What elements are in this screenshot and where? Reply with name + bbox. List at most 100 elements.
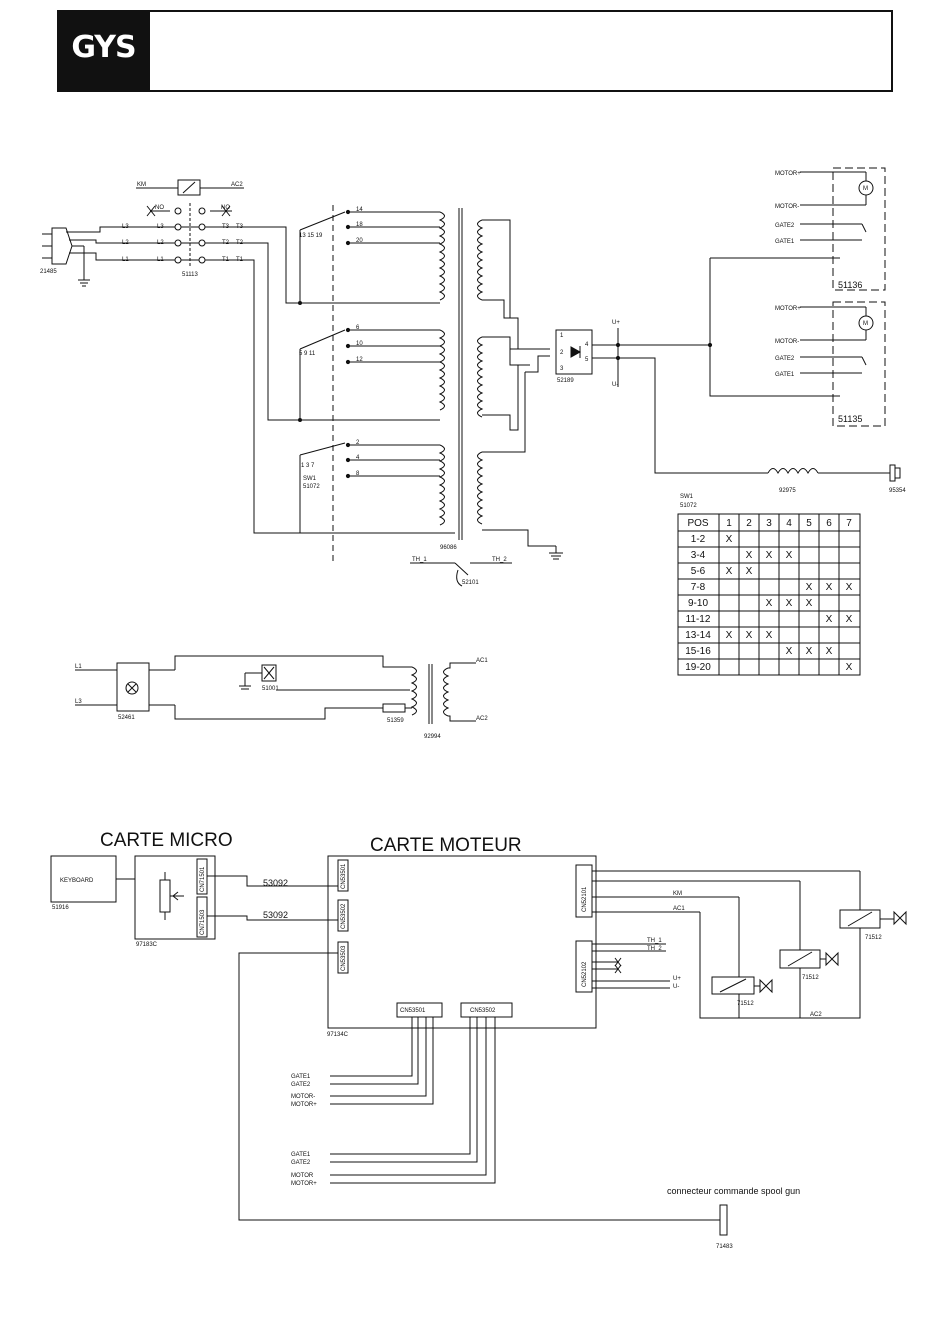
t3-out-label: T3 xyxy=(236,224,244,230)
tap-10: 10 xyxy=(356,341,363,347)
torch-ref: 95354 xyxy=(889,488,906,494)
t3-label: T3 xyxy=(222,224,230,230)
l2-in-label: L2 xyxy=(122,240,129,246)
plug-ref: 21485 xyxy=(40,269,57,275)
table-header-cell: 4 xyxy=(786,518,792,529)
ac2-label: AC2 xyxy=(231,182,243,188)
tap-4: 4 xyxy=(356,455,360,461)
motor-m-bot: M xyxy=(863,321,868,327)
cable-1-label: 53092 xyxy=(263,878,288,888)
contactor-ref: 51113 xyxy=(182,272,198,278)
rect-pin2: 2 xyxy=(560,350,564,356)
table-position-cell: 13-14 xyxy=(685,630,711,641)
table-mark-cell: X xyxy=(746,566,753,577)
t1-out-label: T1 xyxy=(236,257,244,263)
ctrl-u-plus: U+ xyxy=(673,976,681,982)
g1-motor-plus: MOTOR+ xyxy=(291,1102,317,1108)
thermal-switch xyxy=(410,562,512,587)
table-header-cell: 6 xyxy=(826,518,832,529)
g1-gate2: GATE2 xyxy=(291,1082,311,1088)
moteur-ref: 97134C xyxy=(327,1032,349,1038)
table-header-cell: 7 xyxy=(846,518,852,529)
table-header-cell: 1 xyxy=(726,518,732,529)
l2-label: L2 xyxy=(157,240,164,246)
no-left-label: NO xyxy=(155,205,164,211)
fuse-ref: 51359 xyxy=(387,718,404,724)
table-position-cell: 15-16 xyxy=(685,646,711,657)
carte-micro-title: CARTE MICRO xyxy=(100,830,233,851)
table-mark-cell: X xyxy=(746,630,753,641)
table-mark-cell: X xyxy=(826,614,833,625)
table-subtitle: 51072 xyxy=(680,503,697,509)
rect-pin1: 1 xyxy=(560,333,564,339)
table-mark-cell: X xyxy=(826,582,833,593)
tap-14: 14 xyxy=(356,207,363,213)
tap-8: 8 xyxy=(356,471,360,477)
table-header-cell: 5 xyxy=(806,518,812,529)
micro-ref: 97183C xyxy=(136,942,158,948)
thermal-ref: 52101 xyxy=(462,580,479,586)
u-plus-label: U+ xyxy=(612,320,620,326)
rect-pin5: 5 xyxy=(585,357,589,363)
l3-in-label: L3 xyxy=(122,224,129,230)
table-mark-cell: X xyxy=(806,582,813,593)
cn-mot-bottom-1: CN53501 xyxy=(400,1008,426,1014)
sw-label: SW1 xyxy=(303,476,317,482)
contactor-km xyxy=(136,179,244,268)
table-mark-cell: X xyxy=(726,630,733,641)
motor-block-bot xyxy=(800,301,886,427)
motor-block-top xyxy=(709,167,886,345)
table-mark-cell: X xyxy=(806,598,813,609)
aux-ac1: AC1 xyxy=(476,658,488,664)
main-transformer xyxy=(438,208,563,560)
km-label: KM xyxy=(137,182,146,188)
table-mark-cell: X xyxy=(726,566,733,577)
carte-moteur-title: CARTE MOTEUR xyxy=(370,835,522,856)
table-header-cell: POS xyxy=(687,518,708,529)
g2-motor: MOTOR xyxy=(291,1173,314,1179)
spool-gun-ref: 71483 xyxy=(716,1244,733,1250)
rectifier-bridge xyxy=(555,328,840,474)
th2-label: TH_2 xyxy=(492,557,507,563)
choke-ref: 92975 xyxy=(779,488,796,494)
table-mark-cell: X xyxy=(766,550,773,561)
g1-gate1: GATE1 xyxy=(291,1074,311,1080)
switch-sw1 xyxy=(299,211,440,533)
g2-gate1: GATE1 xyxy=(291,1152,311,1158)
motor-ref-bot: 51135 xyxy=(838,414,862,424)
gate1-top: GATE1 xyxy=(775,239,795,245)
table-mark-cell: X xyxy=(846,662,853,673)
table-mark-cell: X xyxy=(786,646,793,657)
rect-pin3: 3 xyxy=(560,366,564,372)
ctrl-th1: TH_1 xyxy=(647,938,662,944)
l1-label: L1 xyxy=(157,257,164,263)
l1-in-label: L1 xyxy=(122,257,129,263)
t1-label: T1 xyxy=(222,257,230,263)
motor-minus-top: MOTOR- xyxy=(775,204,799,210)
aux-l1: L1 xyxy=(75,664,82,670)
aux-transformer-ref: 92994 xyxy=(424,734,441,740)
ctrl-ac2: AC2 xyxy=(810,1012,822,1018)
table-mark-cell: X xyxy=(766,598,773,609)
g2-gate2: GATE2 xyxy=(291,1160,311,1166)
th1-label: TH_1 xyxy=(412,557,427,563)
cn-mot-left-2: CN53502 xyxy=(341,903,347,929)
logo-text: GYS xyxy=(71,30,136,65)
tap-18: 18 xyxy=(356,222,363,228)
table-header-cell: 3 xyxy=(766,518,772,529)
g2-motor-plus: MOTOR+ xyxy=(291,1181,317,1187)
tap-6: 6 xyxy=(356,325,360,331)
switch-table-grid xyxy=(677,513,861,676)
aux-circuit xyxy=(75,655,476,724)
valve-ref-3: 71512 xyxy=(737,1001,754,1007)
table-mark-cell: X xyxy=(766,630,773,641)
sw-mid-nums: 5 9 11 xyxy=(299,351,316,357)
motor-plus-top: MOTOR+ xyxy=(775,171,801,177)
rectifier-ref: 52189 xyxy=(557,378,574,384)
table-mark-cell: X xyxy=(726,534,733,545)
valve-ref-1: 71512 xyxy=(865,935,882,941)
motor-m-top: M xyxy=(863,186,868,192)
sw-ref: 51072 xyxy=(303,484,320,490)
ctrl-u-minus: U- xyxy=(673,984,679,990)
